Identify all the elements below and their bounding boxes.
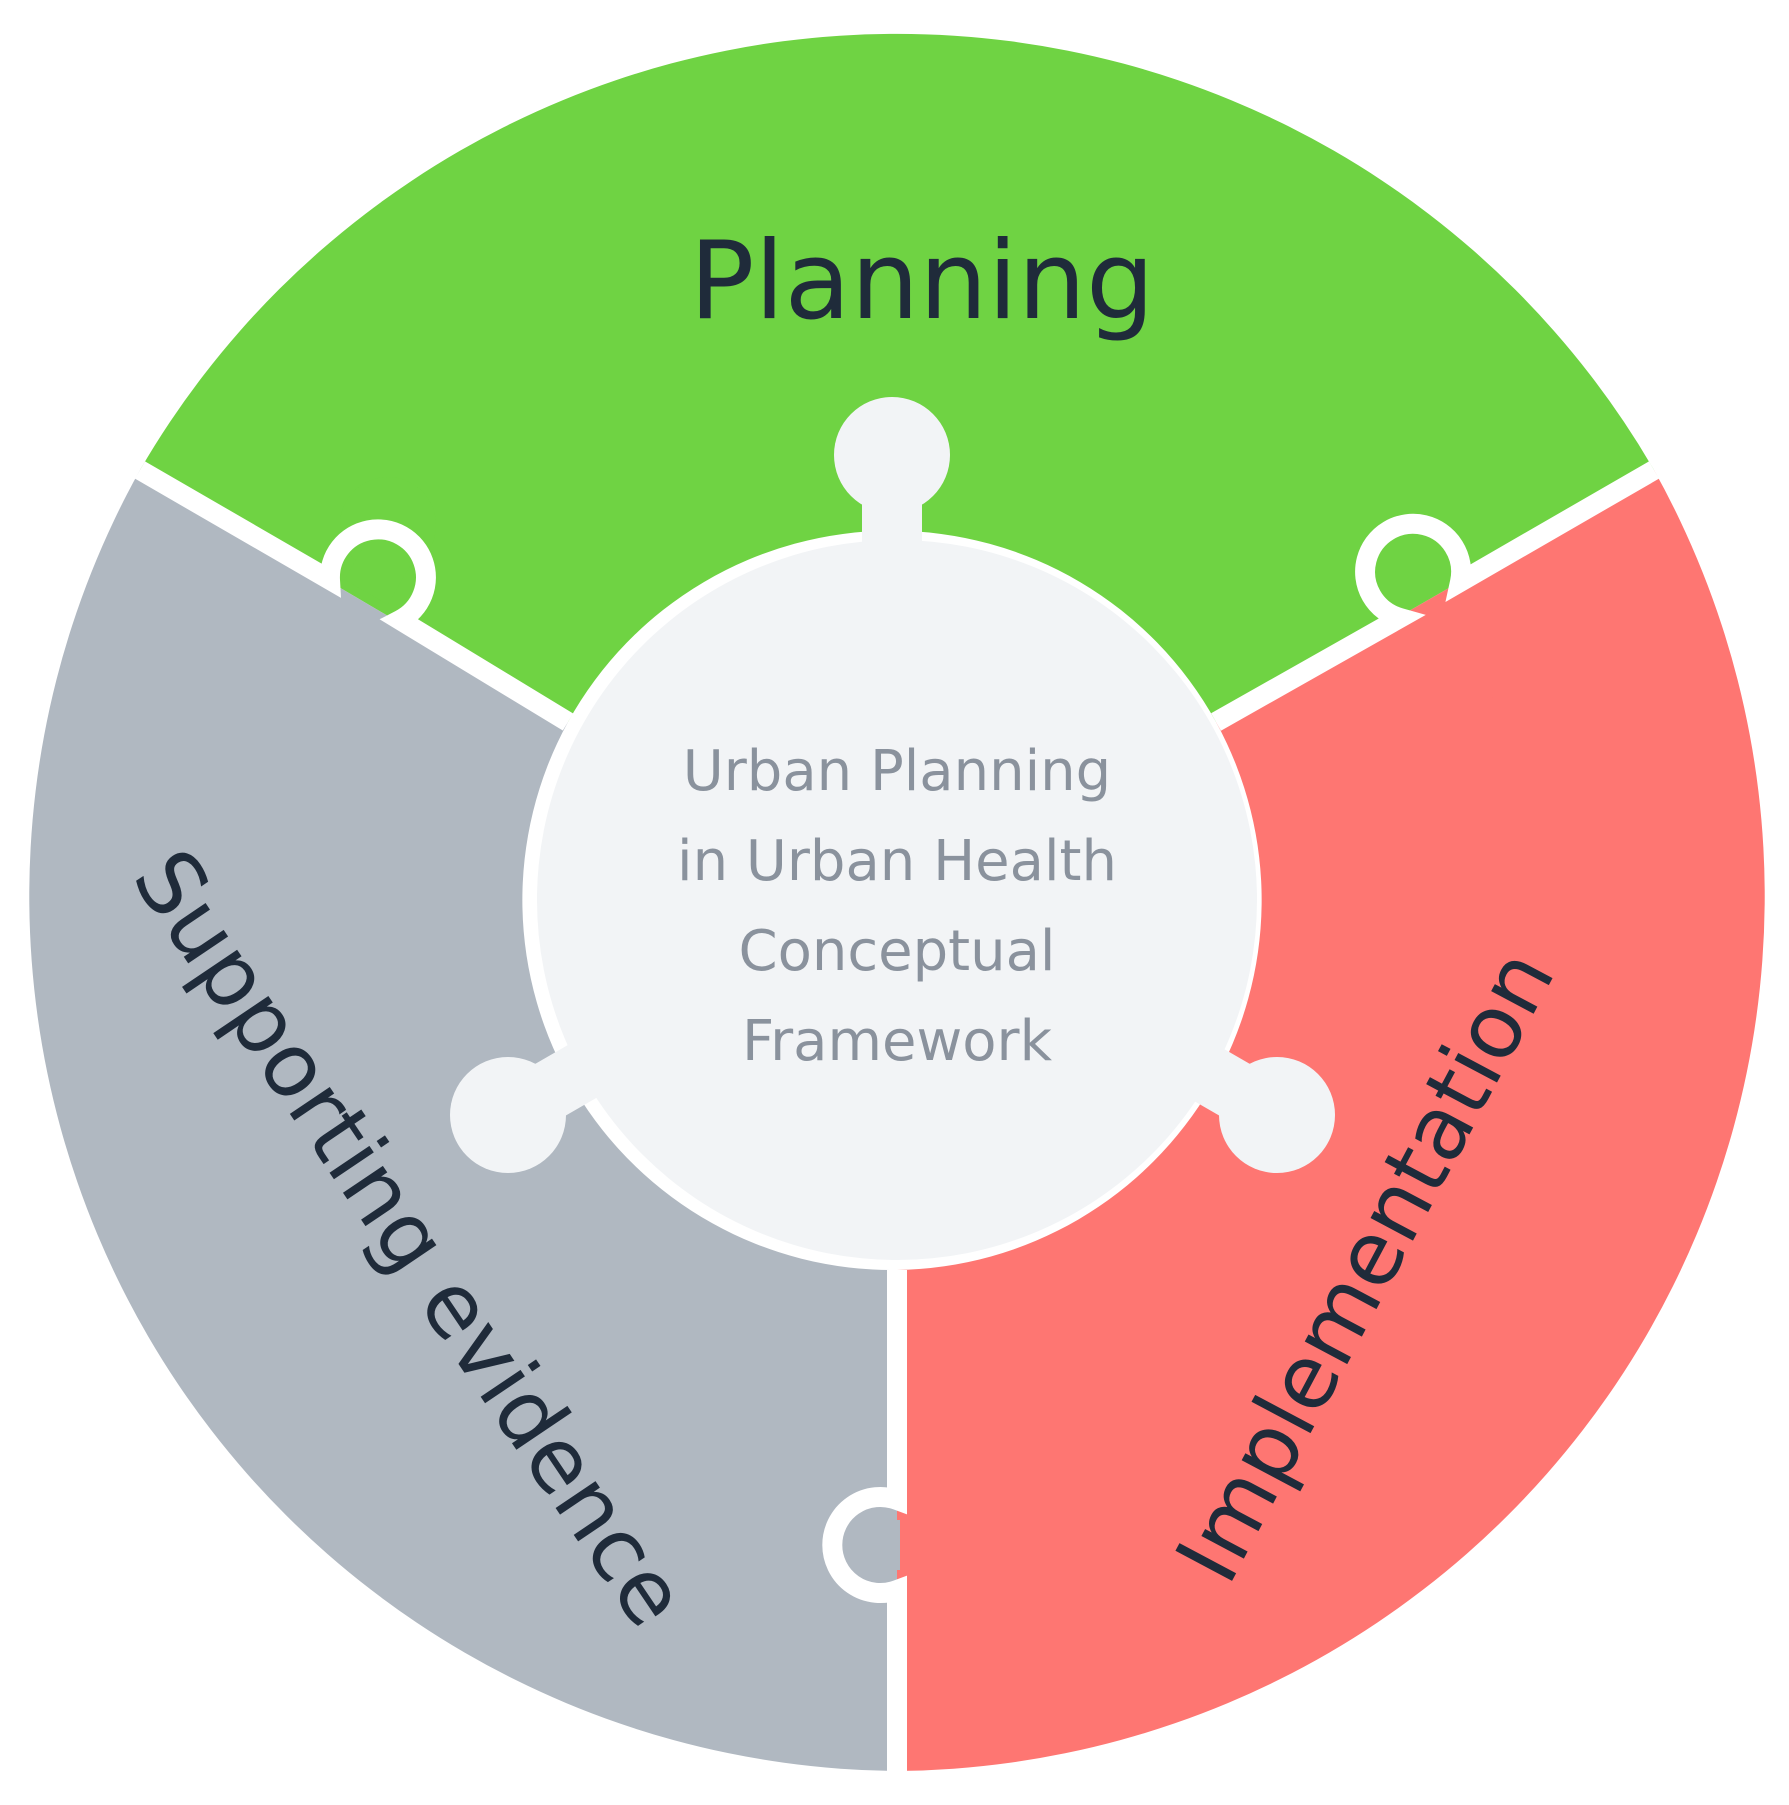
separator-implementation-evidence bbox=[822, 1270, 907, 1771]
center-knob-left-neck bbox=[500, 1044, 600, 1136]
center-text-line-3: Conceptual bbox=[739, 919, 1056, 984]
center-knob-top-neck bbox=[862, 480, 922, 560]
tab-evidence-into-implementation-neck bbox=[840, 1520, 900, 1570]
center-puzzle-piece bbox=[450, 397, 1335, 1260]
separator-planning-evidence bbox=[134, 461, 574, 731]
center-text: Urban Planning in Urban Health Conceptua… bbox=[677, 739, 1117, 1074]
separator-planning-implementation bbox=[1211, 461, 1659, 731]
separators bbox=[134, 461, 1659, 1771]
tab-planning-into-evidence-neck bbox=[344, 527, 418, 605]
center-text-line-1: Urban Planning bbox=[683, 739, 1111, 804]
segment-planning bbox=[140, 33, 1654, 722]
center-knob-right-neck bbox=[1185, 1044, 1285, 1136]
center-text-line-2: in Urban Health bbox=[677, 829, 1117, 894]
center-circle bbox=[537, 540, 1257, 1260]
label-planning: Planning bbox=[689, 219, 1154, 344]
center-text-line-4: Framework bbox=[742, 1009, 1053, 1074]
